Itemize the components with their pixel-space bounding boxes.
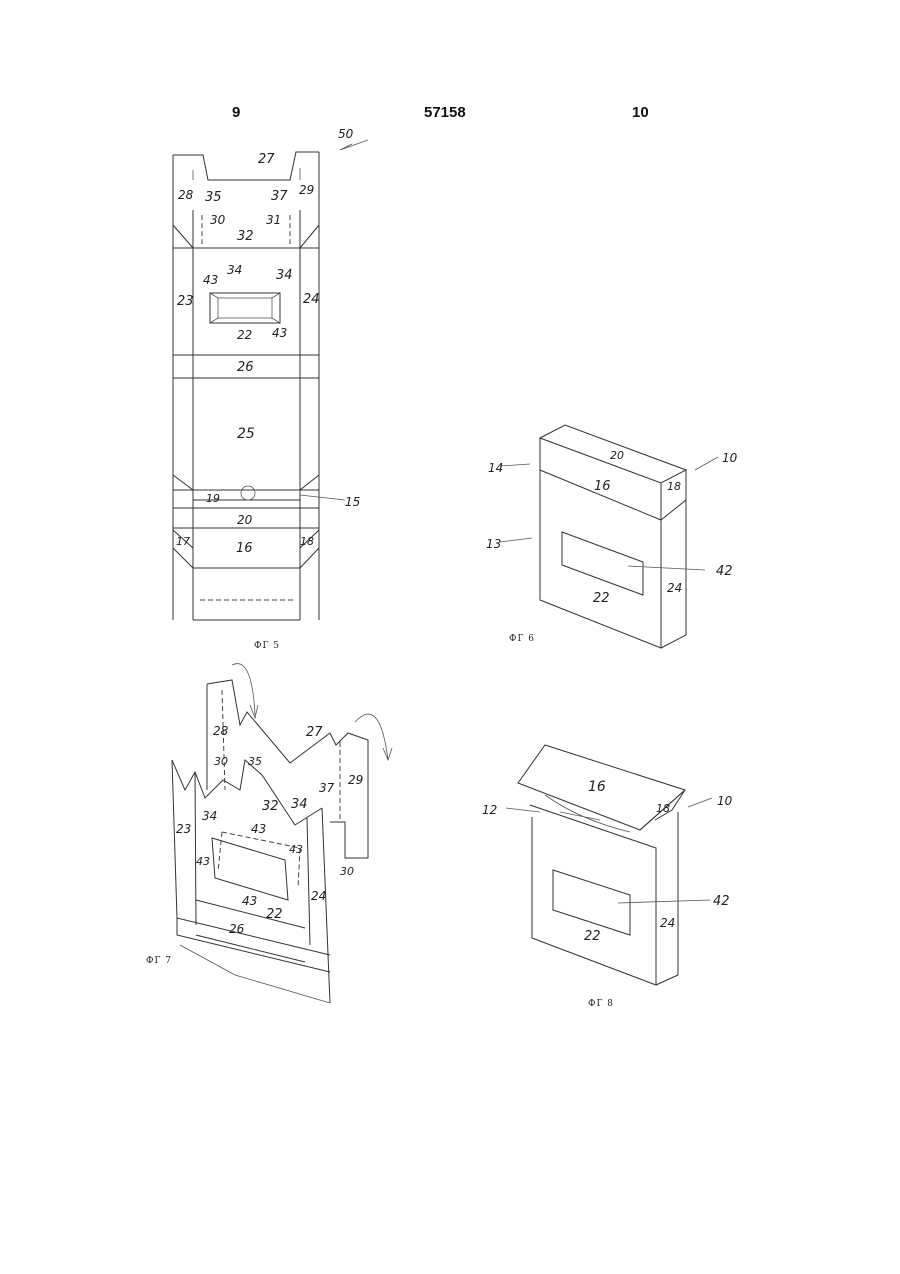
fig5-label-18: 18 [300,535,314,548]
fig7-label-29: 29 [348,773,363,787]
fig6-label-20: 20 [610,449,624,462]
fig5-label-28: 28 [178,188,194,202]
fig7-label-34-left: 34 [202,809,217,823]
fig8-label-22: 22 [584,929,601,944]
fig5-label-19: 19 [206,492,220,505]
fig5-label-17: 17 [176,535,190,548]
fig5-label-20: 20 [237,513,253,527]
fig8-label-12: 12 [482,803,497,817]
fig5-label-26: 26 [237,360,254,375]
fig8-label-24: 24 [660,916,675,930]
fig5-label-16: 16 [236,541,253,556]
fig5-label-32: 32 [237,229,254,244]
fig5-label-34-left: 34 [227,263,242,277]
fig5-label-24: 24 [303,292,320,307]
fig5-label-30: 30 [210,213,226,227]
fig5-label-27: 27 [258,152,275,167]
fig8-label-16: 16 [588,779,606,795]
fig6-label-13: 13 [486,537,501,551]
fig5-label-50: 50 [338,127,354,141]
fig7-label-30-left: 30 [214,755,228,768]
fig5-label-25: 25 [237,426,255,442]
fig7-label-23: 23 [176,822,191,836]
fig5-label-35: 35 [205,190,222,205]
fig7-label-22: 22 [266,907,283,922]
fig7-label-30-right: 30 [340,865,354,878]
fig5-label-23: 23 [177,294,194,309]
fig6-label-22: 22 [593,591,610,606]
fig6-label-24: 24 [667,581,682,595]
fig7-label-43-top: 43 [251,822,266,836]
fig5-blank: 50 27 28 35 37 29 30 31 32 34 34 43 43 2… [173,127,368,620]
fig6-label-10: 10 [722,451,738,465]
fig7-folding-view: 28 27 30 35 37 29 34 32 34 23 43 43 43 4… [172,664,392,1003]
fig5-label-43-top: 43 [203,273,218,287]
fig5-label-37: 37 [271,189,288,204]
fig7-label-37: 37 [319,781,335,795]
fig6-label-16: 16 [594,479,611,494]
fig5-label-15: 15 [345,495,360,509]
fig6-caption: ФГ 6 [509,634,535,644]
fig6-label-18: 18 [667,480,681,493]
fig7-label-24: 24 [311,889,326,903]
fig8-label-10: 10 [717,794,733,808]
fig5-label-34-right: 34 [276,268,293,283]
fig7-label-43-bottom: 43 [242,894,257,908]
fig8-label-42: 42 [713,894,730,909]
fig6-label-42: 42 [716,564,733,579]
fig7-label-34-right: 34 [291,797,308,812]
fig7-label-26: 26 [229,922,245,936]
fig7-label-27: 27 [306,725,323,740]
fig8-caption: ФГ 8 [588,999,614,1009]
fig7-label-28: 28 [213,724,229,738]
fig6-label-14: 14 [488,461,503,475]
fig8-open-pack: 16 18 10 12 42 24 22 [482,745,733,985]
fig7-label-43-left: 43 [196,855,210,868]
fig5-label-29: 29 [299,183,314,197]
fig5-label-22: 22 [237,328,252,342]
fig6-closed-pack: 20 10 14 16 18 13 42 24 22 [486,425,738,648]
fig5-caption: ФГ 5 [254,641,280,651]
fig5-label-31: 31 [266,213,281,227]
fig7-caption: ФГ 7 [146,956,172,966]
fig8-label-18: 18 [656,802,670,815]
fig7-label-43-right: 43 [289,843,303,856]
fig7-label-35: 35 [248,755,262,768]
fig5-label-43-bottom: 43 [272,326,287,340]
fig7-label-32: 32 [262,799,279,814]
